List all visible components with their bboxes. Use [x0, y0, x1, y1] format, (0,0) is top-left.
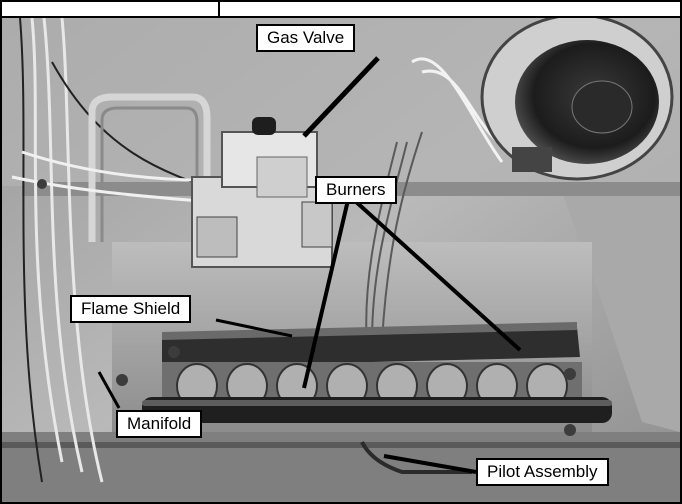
header-divider: [218, 2, 220, 16]
pipe-loop: [88, 93, 211, 242]
lower-shelf-edge: [2, 442, 680, 448]
inducer-motor: [480, 13, 674, 181]
manifold-callout: Manifold: [116, 410, 203, 438]
burners-callout: Burners: [315, 176, 397, 204]
pipe-loop-shadow: [100, 106, 199, 242]
gas-valve-callout: Gas Valve: [256, 24, 356, 52]
flame-shield-callout: Flame Shield: [70, 295, 192, 323]
header-strip: [2, 2, 680, 18]
manifold-pipe: [142, 397, 612, 423]
left-wire-bundle: [30, 17, 104, 483]
pilot-assembly-callout: Pilot Assembly: [476, 458, 609, 486]
